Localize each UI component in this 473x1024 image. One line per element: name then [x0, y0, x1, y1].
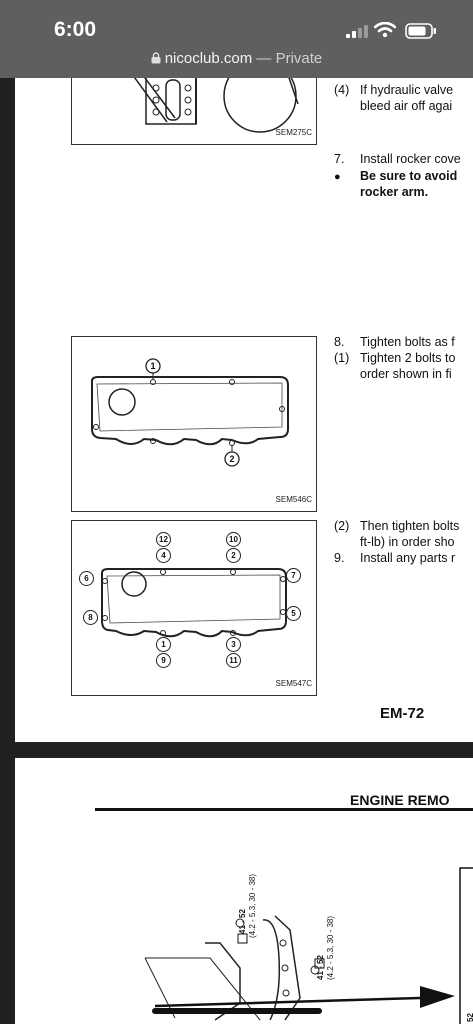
- section-header: ENGINE REMO: [350, 792, 450, 808]
- private-mode-label: Private: [275, 50, 323, 67]
- bolt-number-label: 1: [150, 361, 156, 371]
- step-text: If hydraulic valve: [360, 83, 454, 97]
- rocker-cover-drawing: [101, 568, 287, 638]
- status-bar: 6:00 nicoclub.com — Private: [0, 0, 473, 78]
- caution-text: Be sure to avoid: [360, 169, 458, 183]
- figure-bolt-order-initial: 1 2 SEM546C: [71, 336, 317, 512]
- step-text: Tighten 2 bolts to: [360, 351, 456, 365]
- figure-valve-lifter: SEM275C: [71, 78, 317, 145]
- figure-label: SEM275C: [275, 128, 312, 137]
- bolt-badge-10: 10: [226, 532, 241, 547]
- bolt-badge-7: 7: [286, 568, 301, 583]
- torque-spec-units: (4.2 - 5.3, 30 - 38): [326, 915, 335, 980]
- bolt-badge-9: 9: [156, 653, 171, 668]
- torque-spec-units: (4.2 - 5.3, 30 - 38): [248, 873, 257, 938]
- bolt-badge-4: 4: [156, 548, 171, 563]
- bolt-badge-2: 2: [226, 548, 241, 563]
- url-separator: —: [252, 50, 276, 67]
- battery-icon: [405, 23, 436, 39]
- bolt-badge-8: 8: [83, 610, 98, 625]
- step-number: 8.: [334, 335, 345, 349]
- address-bar[interactable]: nicoclub.com — Private: [0, 50, 473, 67]
- manual-page: ENGINE REMO 41 - 52 (4.2 - 5.3, 30 - 38)…: [15, 758, 473, 1024]
- step-text: Install any parts r: [360, 551, 456, 565]
- page-number: EM-72: [380, 705, 425, 722]
- cellular-signal-icon: [346, 25, 368, 38]
- url-domain: nicoclub.com: [164, 50, 253, 67]
- bolt-badge-6: 6: [79, 571, 94, 586]
- step-number: 7.: [334, 152, 345, 166]
- step-text: Then tighten bolts: [360, 519, 460, 533]
- step-text: order shown in fi: [360, 367, 452, 381]
- step-text: Tighten bolts as f: [360, 335, 455, 349]
- step-number: 9.: [334, 551, 345, 565]
- bolt-badge-3: 3: [226, 637, 241, 652]
- step-text: ft-lb) in order sho: [360, 535, 455, 549]
- header-rule: [95, 808, 473, 811]
- edge-label: 52: [466, 1013, 473, 1022]
- bullet-icon: ●: [334, 171, 341, 183]
- valve-lifter-drawing: [133, 78, 299, 133]
- bolt-badge-12: 12: [156, 532, 171, 547]
- status-time: 6:00: [54, 18, 97, 41]
- manual-page: SEM275C (4) If hydraulic valve bleed air…: [15, 78, 473, 742]
- lock-icon: [151, 52, 161, 64]
- figure-bolt-order-final: 12 4 10 2 6 7 8 5 1 9 3 11 SEM547C: [71, 520, 317, 696]
- step-number: (1): [334, 351, 350, 365]
- wifi-icon: [374, 22, 396, 38]
- step-text: Install rocker cove: [360, 152, 461, 166]
- caution-text: rocker arm.: [360, 185, 429, 199]
- rocker-cover-drawing: [91, 358, 289, 467]
- step-number: (2): [334, 519, 350, 533]
- step-number: (4): [334, 83, 350, 97]
- figure-label: SEM547C: [275, 679, 312, 688]
- step-text: bleed air off agai: [360, 99, 453, 113]
- bolt-badge-5: 5: [286, 606, 301, 621]
- figure-label: SEM546C: [275, 495, 312, 504]
- bolt-badge-11: 11: [226, 653, 241, 668]
- bolt-number-label: 2: [229, 454, 235, 464]
- home-indicator[interactable]: [152, 1008, 322, 1014]
- bolt-badge-1: 1: [156, 637, 171, 652]
- engine-mount-drawing: [144, 867, 473, 1024]
